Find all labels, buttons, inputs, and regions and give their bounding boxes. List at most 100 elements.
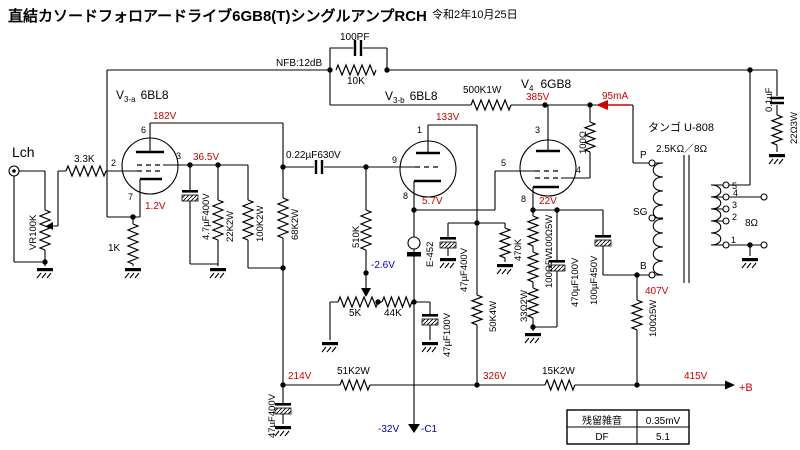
plus-b-label: +B [739,382,753,394]
tap-4[interactable] [722,193,730,201]
terminal-p[interactable] [648,159,656,167]
cap-4.7uf-label: 4.7µF400V [201,193,212,240]
tube-v3a [121,137,179,195]
v3a-pin-plate: 6 [141,125,146,135]
resistor-10k [335,64,377,76]
res-470k-label: 470K [513,238,524,261]
opt-name-label: タンゴ U-808 [648,120,714,134]
ground-screen [209,267,227,279]
bias-supply-voltage: -32V [378,424,399,435]
potentiometer-5k [337,296,379,308]
res-100ohm-screen-label: 100Ω [578,131,589,154]
ground-cathode-chain [524,332,542,344]
tap-3-label: 3 [732,200,737,210]
transformer-core [683,155,690,283]
v3a-screen-voltage: 36.5V [193,152,219,163]
resistor-51k [339,379,371,391]
res-44k-label: 44K [384,308,402,319]
v3a-plate-voltage: 182V [153,111,177,122]
battery-e452 [407,236,421,257]
resistor-100ohm-k2 [527,251,539,283]
res-500k-label: 500K1W [463,85,502,96]
capacitor-0.1uf [770,96,784,105]
terminal-b[interactable] [648,271,656,279]
v3b-pin-plate: 1 [417,125,422,135]
res-33ohm-label: 33Ω2W [519,290,530,322]
ground-5k [321,341,339,353]
junction-dots [42,67,753,388]
resistor-22k [212,199,224,241]
b-terminal-voltage: 407V [645,286,669,297]
date-label: 令和2年10月25日 [432,7,518,21]
resistor-3.3k [65,165,107,177]
tube-v3b [399,140,457,198]
resistor-44k [381,296,413,308]
speaker-load-label: 8Ω [745,218,759,229]
res-15k-label: 15K2W [542,366,575,377]
components [8,40,786,437]
v4-cathode-voltage: 22V [539,196,557,207]
measurement-table: 残留雑音 0.35mV DF 5.1 [566,409,690,445]
res-100ohm-k2-label: 100Ω5W [544,251,555,288]
v3b-pin-cathode: 8 [403,191,408,201]
noise-label: 残留雑音 [582,414,622,427]
resistor-1k [127,223,139,265]
capacitor-4.7uf [181,189,199,202]
tap-4-label: 4 [733,188,738,198]
tap-5[interactable] [722,181,730,189]
res-50k-label: 50K4W [488,301,499,332]
secondary-coil [710,184,722,246]
capacitor-0.22uf [314,160,324,174]
res-100ohm-b-label: 100Ω5W [648,300,659,337]
rail-214v-label: 214V [288,371,312,382]
ground-1k [124,267,142,279]
res-100ohm-k1-label: 100Ω5W [544,215,555,252]
terminal-sg[interactable] [648,214,656,222]
capacitor-100uf [594,234,612,247]
input-jack[interactable] [8,165,20,177]
cap-47uf400v-label: 47µF400V [459,247,470,292]
rail-415v-label: 415V [684,371,708,382]
df-value: 5.1 [656,432,670,443]
ground-47uf100v [421,341,439,353]
tap-2[interactable] [722,217,730,225]
capacitor-47uf-133v [439,236,457,249]
resistor-15k [544,379,576,391]
v3b-cathode-voltage: 5.7V [422,196,443,207]
nfb-label: NFB:12dB [276,58,322,69]
resistor-100k [242,199,254,241]
cap-47uf100v-label: 47µF100V [442,312,453,357]
resistor-100ohm-b [631,299,643,331]
capacitor-100pf [353,40,363,56]
speaker-terminal-pos[interactable] [760,193,768,201]
tap-1-label: 1 [731,235,736,245]
noise-value: 0.35mV [646,416,681,427]
speaker-terminal-neg[interactable] [760,241,768,249]
v4-pin-screen: 4 [576,165,581,175]
v4-pin-grid: 5 [501,158,506,168]
cap-100uf-label: 100µF450V [589,255,600,305]
terminal-p-label: P [640,150,647,161]
tap-5-label: 5 [732,181,737,191]
res-3.3k-label: 3.3K [74,154,95,165]
plus-b-arrow [725,380,735,390]
ground-zobel [768,153,786,165]
v3b-pin-grid: 9 [392,155,397,165]
pot-vr100k-label: VR100K [28,214,39,250]
potentiometer-vr100k [39,209,51,251]
tap-1[interactable] [722,241,730,249]
bias-wiper-arrow [361,288,371,297]
input-channel-label: Lch [12,144,35,160]
tube-v4 [519,139,577,197]
ground-input [36,267,54,279]
primary-coil [652,162,664,276]
v4-plate-current: 95mA [602,91,628,102]
tap-2-label: 2 [732,212,737,222]
tap-3[interactable] [722,205,730,213]
plate-current-arrow [596,100,608,110]
res-1k-label: 1K [108,243,121,254]
cap-47uf-214v-label: 47µF400V [267,393,278,438]
